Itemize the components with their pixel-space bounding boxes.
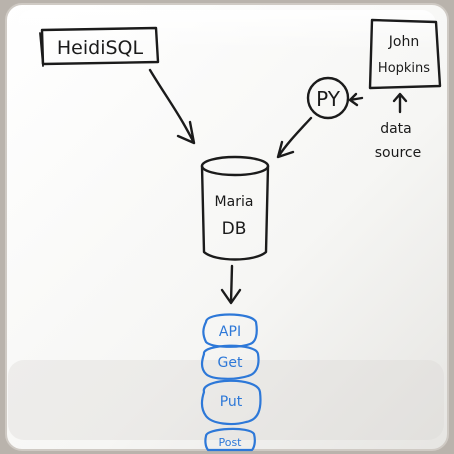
- johns-hopkins-label-line2: Hopkins: [378, 61, 430, 76]
- python-label: PY: [316, 87, 341, 111]
- mariadb-label-line2: DB: [222, 219, 247, 239]
- post-label: Post: [218, 436, 242, 449]
- data-source-label-line2: source: [375, 145, 422, 161]
- python-to-mariadb-arrow: [276, 116, 313, 159]
- heidisql-node: HeidiSQL: [39, 26, 160, 67]
- mariadb-label-line1: Maria: [215, 194, 254, 210]
- source-to-python-arrow: [348, 92, 364, 107]
- mariadb-node: Maria DB: [200, 155, 270, 261]
- api-label: API: [219, 324, 241, 340]
- get-label: Get: [218, 355, 243, 371]
- data-source-up-arrow: [392, 92, 408, 114]
- board-reflection: [8, 360, 444, 440]
- johns-hopkins-node: John Hopkins: [368, 18, 442, 90]
- api-endpoint-stack: API Get Put Post: [200, 313, 262, 452]
- heidisql-label: HeidiSQL: [57, 37, 144, 59]
- api-endpoint-shape: [202, 313, 258, 348]
- data-source-label-line1: data: [380, 121, 412, 137]
- heidisql-to-mariadb-arrow: [148, 68, 196, 145]
- post-endpoint-shape: [204, 427, 256, 452]
- put-endpoint-shape: [200, 379, 262, 426]
- python-node: PY: [306, 76, 350, 120]
- put-label: Put: [220, 394, 243, 410]
- johns-hopkins-label-line1: John: [388, 34, 419, 50]
- get-endpoint-shape: [200, 344, 260, 380]
- mariadb-to-api-arrow: [220, 264, 242, 305]
- board-glare: [18, 10, 436, 50]
